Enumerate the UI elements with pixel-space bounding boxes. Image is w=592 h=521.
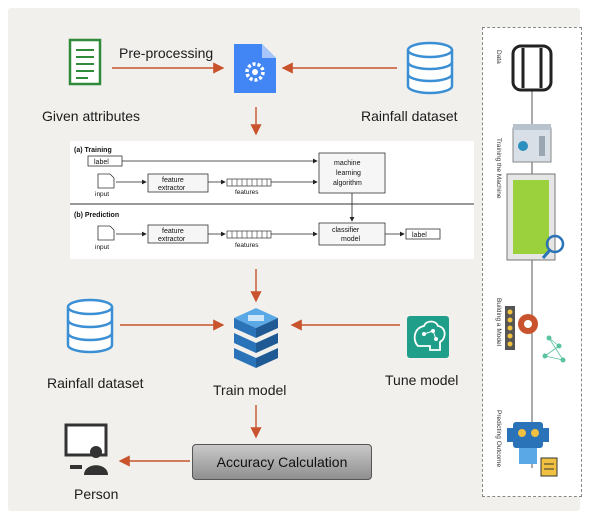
extractor-label: extractor <box>158 185 186 192</box>
prediction-heading: (b) Prediction <box>74 212 119 219</box>
person-icon <box>64 423 108 475</box>
training-heading: (a) Training <box>74 147 112 154</box>
tune-model-label: Tune model <box>385 372 459 388</box>
brain-icon <box>407 316 449 358</box>
features-label: features <box>235 189 259 196</box>
feature-label: feature <box>162 177 184 184</box>
data-step-label: Data <box>495 50 502 64</box>
rainfall-dataset-label: Rainfall dataset <box>47 375 144 391</box>
machine-label: machine <box>334 160 361 167</box>
feature-label: feature <box>162 228 184 235</box>
process-side-panel: Data Training the Machine Building a Mod… <box>482 27 582 497</box>
robot-icon <box>507 422 558 477</box>
features-label: features <box>235 242 259 249</box>
classifier-label: classifier <box>332 227 360 234</box>
accuracy-calculation-box: Accuracy Calculation <box>192 444 372 480</box>
gear-file-icon <box>234 44 276 93</box>
input-label: input <box>95 191 109 198</box>
predicting-step-label: Predicting Outcome <box>495 410 502 468</box>
database-icon <box>66 298 114 354</box>
database-icon <box>406 41 454 95</box>
extractor-label: extractor <box>158 236 186 243</box>
screen-icon <box>506 173 565 261</box>
server-icon <box>512 124 552 163</box>
label-tag: label <box>94 159 109 166</box>
model-label: model <box>341 236 361 243</box>
rainfall-dataset-label: Rainfall dataset <box>361 108 458 124</box>
training-step-label: Training the Machine <box>495 138 502 199</box>
input-label: input <box>95 244 109 251</box>
accuracy-label: Accuracy Calculation <box>216 454 348 470</box>
label-tag: label <box>412 232 427 239</box>
building-step-label: Building a Model <box>495 298 502 347</box>
algorithm-label: algorithm <box>333 180 362 187</box>
ml-pipeline-figure: (a) Training (b) Prediction label input … <box>70 141 474 259</box>
person-label: Person <box>74 486 119 502</box>
given-attributes-label: Given attributes <box>42 108 141 124</box>
gear-network-icon <box>505 306 566 363</box>
train-model-label: Train model <box>213 382 287 398</box>
data-barrel-icon <box>511 44 553 92</box>
learning-label: learning <box>336 170 361 177</box>
document-icon <box>68 38 102 86</box>
train-model-icon <box>234 308 278 368</box>
preprocessing-label: Pre-processing <box>119 45 214 61</box>
